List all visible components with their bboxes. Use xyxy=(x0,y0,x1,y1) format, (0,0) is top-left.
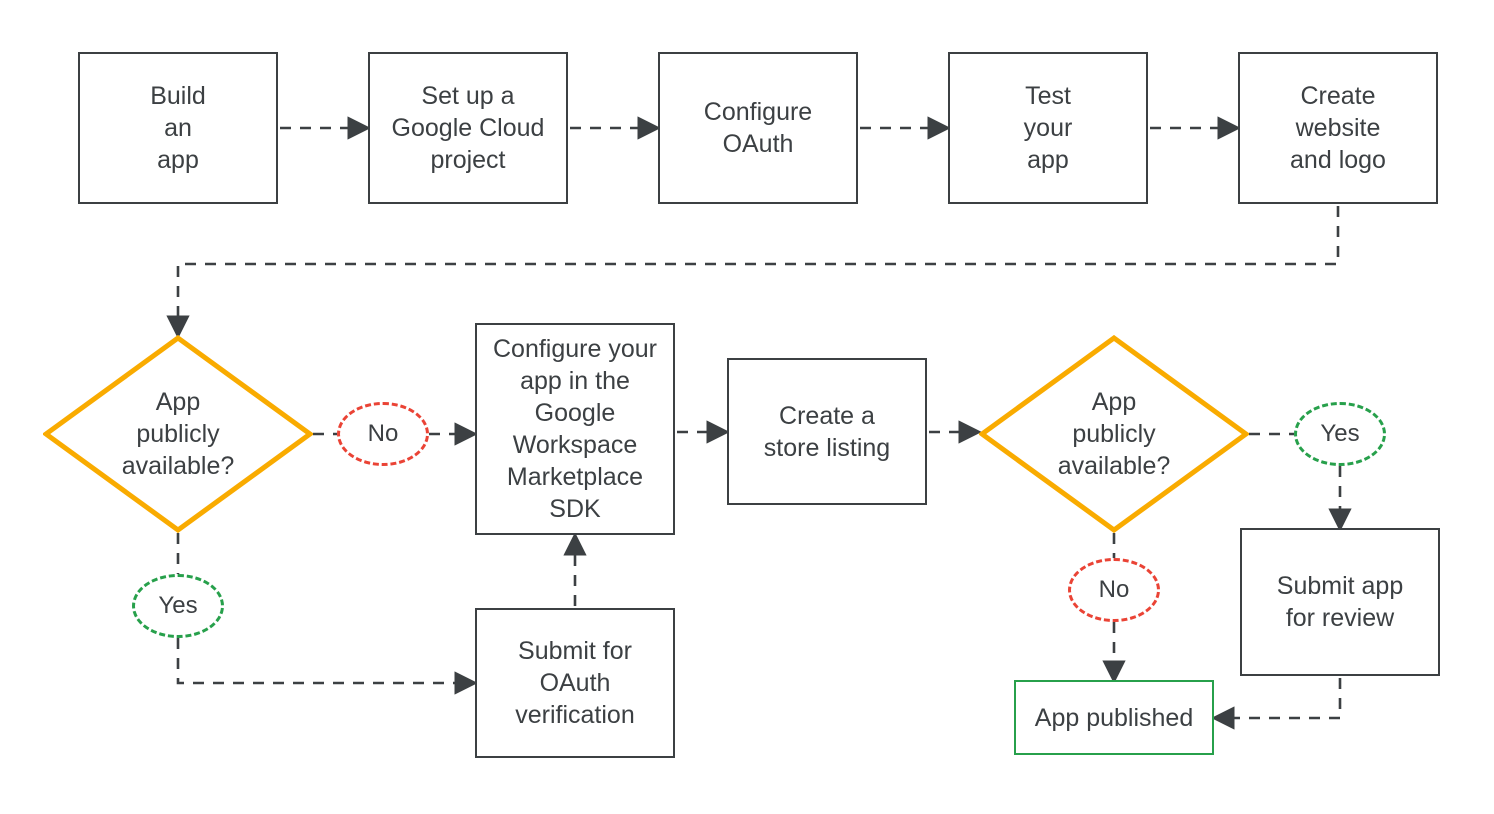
edge-badge-label: Yes xyxy=(158,592,198,619)
node-set-up-google-cloud-project[interactable]: Set up a Google Cloud project xyxy=(368,52,568,204)
node-label: Submit app for review xyxy=(1276,572,1404,632)
node-decision-app-publicly-available-2[interactable]: App publicly available? xyxy=(979,335,1249,533)
node-test-your-app[interactable]: Test your app xyxy=(948,52,1148,204)
edge-review-to-published xyxy=(1211,678,1342,730)
node-label: Build an app xyxy=(150,82,206,174)
diamond-shape-icon xyxy=(43,335,313,533)
node-label: Submit for OAuth verification xyxy=(515,637,635,729)
node-label: Create website and logo xyxy=(1290,82,1386,174)
node-submit-oauth-verification[interactable]: Submit for OAuth verification xyxy=(475,608,675,758)
edge-badge-yes-1: Yes xyxy=(132,574,224,638)
edge-badge-label: Yes xyxy=(1320,420,1360,447)
node-decision-app-publicly-available-1[interactable]: App publicly available? xyxy=(43,335,313,533)
node-configure-oauth[interactable]: Configure OAuth xyxy=(658,52,858,204)
node-label: App published xyxy=(1034,703,1194,732)
node-label: Test your app xyxy=(1023,82,1073,174)
node-label: App publicly available? xyxy=(1057,388,1171,480)
node-create-store-listing[interactable]: Create a store listing xyxy=(727,358,927,505)
node-label: Set up a Google Cloud project xyxy=(391,82,545,174)
node-configure-marketplace-sdk[interactable]: Configure your app in the Google Workspa… xyxy=(475,323,675,535)
edge-badge-label: No xyxy=(1098,576,1130,603)
diamond-shape-icon xyxy=(979,335,1249,533)
edge-decision1-yes-b xyxy=(176,638,478,695)
node-label: Create a store listing xyxy=(763,401,891,462)
node-submit-app-for-review[interactable]: Submit app for review xyxy=(1240,528,1440,676)
edge-website-to-decision1 xyxy=(166,206,1340,339)
node-build-an-app[interactable]: Build an app xyxy=(78,52,278,204)
node-app-published[interactable]: App published xyxy=(1014,680,1214,755)
node-label: Configure your app in the Google Workspa… xyxy=(493,335,657,523)
edge-badge-no-2: No xyxy=(1068,558,1160,622)
node-label: App publicly available? xyxy=(121,388,235,480)
edge-badge-label: No xyxy=(367,420,399,447)
edge-badge-no-1: No xyxy=(337,402,429,466)
node-create-website-and-logo[interactable]: Create website and logo xyxy=(1238,52,1438,204)
edge-badge-yes-2: Yes xyxy=(1294,402,1386,466)
node-label: Configure OAuth xyxy=(703,98,813,158)
